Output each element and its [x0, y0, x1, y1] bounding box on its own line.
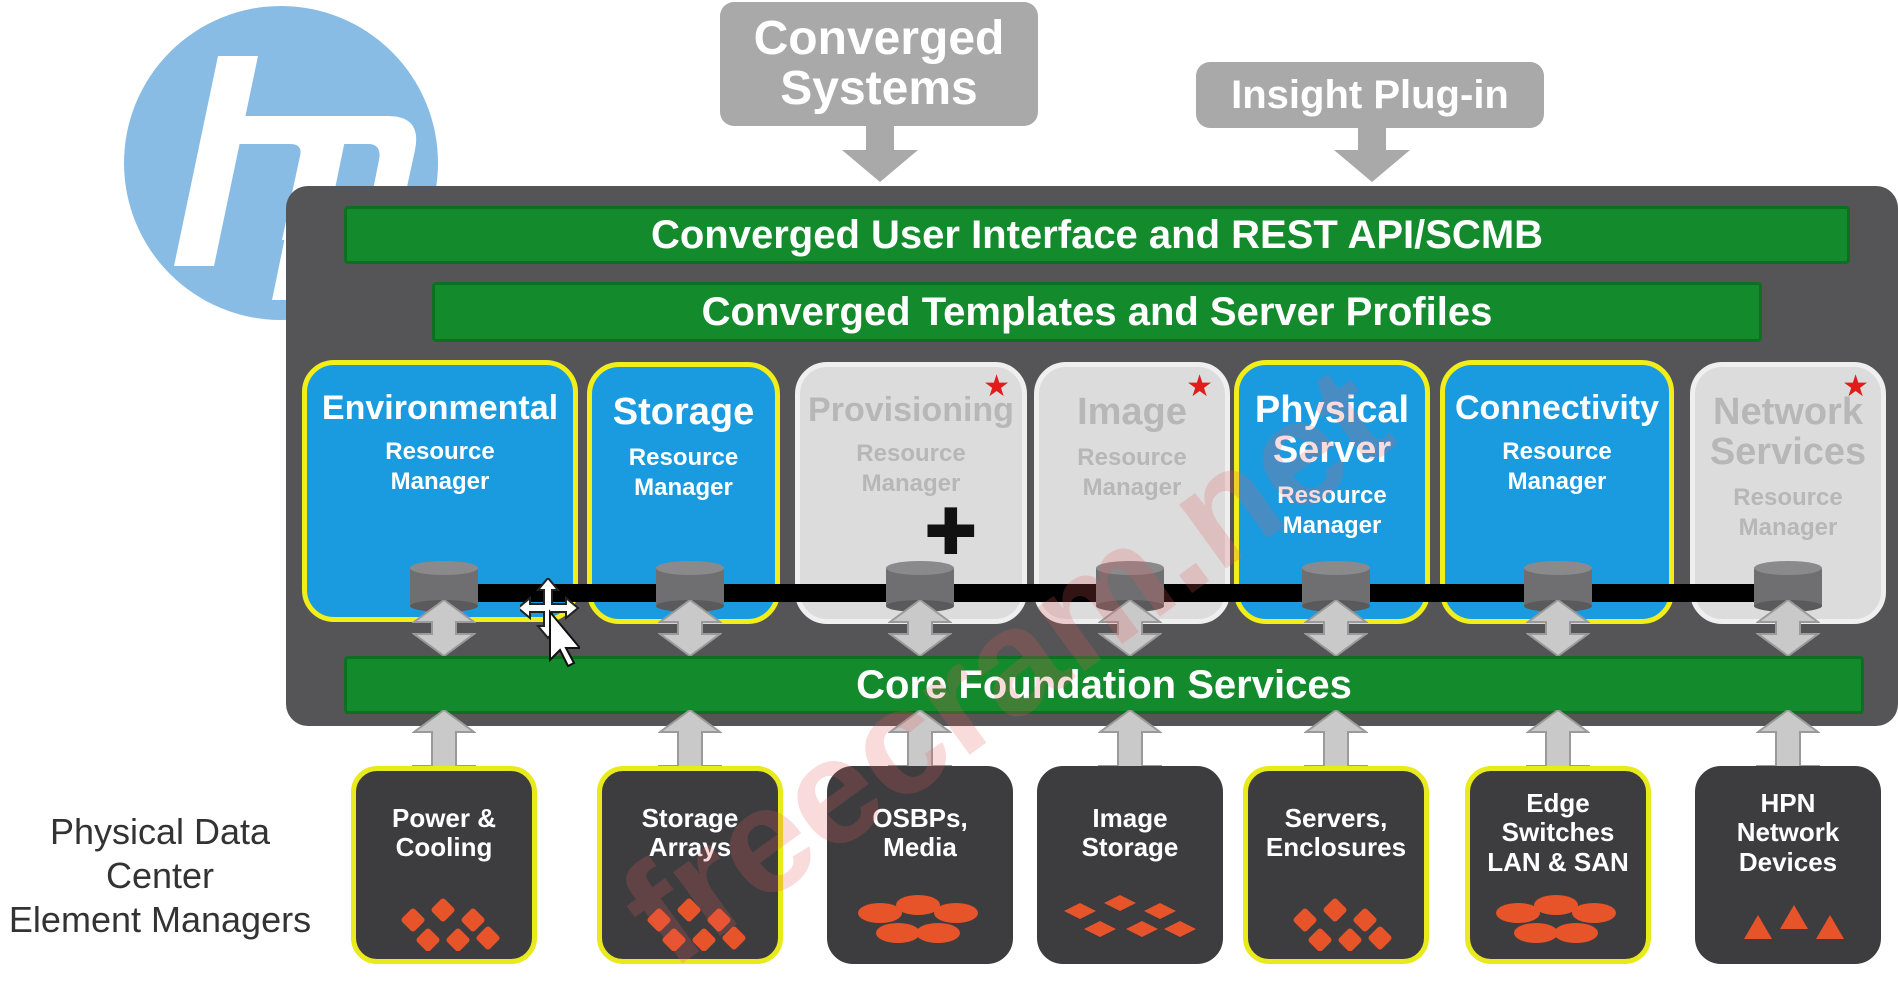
crosshair-cursor-icon: ✚: [924, 496, 978, 568]
device-cluster-icon: [1248, 891, 1424, 957]
double-arrow-icon: [1754, 598, 1822, 661]
device-cluster-icon: [602, 891, 778, 957]
converged-systems-arrow: [840, 126, 920, 189]
double-arrow-icon: [1096, 598, 1164, 661]
element-manager-box: Image Storage: [1037, 766, 1223, 964]
resource-manager-subtitle: Resource Manager: [628, 443, 739, 501]
element-manager-label: Storage Arrays: [641, 802, 739, 862]
resource-manager-title: Environmental: [321, 389, 559, 427]
device-cluster-icon: [832, 891, 1008, 957]
resource-manager-subtitle: Resource Manager: [1502, 437, 1612, 495]
double-arrow-icon: [1524, 598, 1592, 661]
resource-manager-title: Image: [1077, 391, 1187, 433]
resource-manager-title: Provisioning: [808, 391, 1014, 429]
resource-manager-title: Network Services: [1709, 391, 1867, 473]
element-manager-label: OSBPs, Media: [872, 802, 968, 862]
element-manager-box: OSBPs, Media: [827, 766, 1013, 964]
device-cluster-icon: [1470, 891, 1646, 957]
element-manager-box: Edge Switches LAN & SAN: [1465, 766, 1651, 964]
red-star-icon: ★: [1842, 370, 1869, 403]
element-manager-box: Servers, Enclosures: [1243, 766, 1429, 964]
element-manager-box: HPN Network Devices: [1695, 766, 1881, 964]
element-manager-label: Servers, Enclosures: [1265, 802, 1407, 862]
move-cursor-icon: [516, 576, 583, 673]
converged-systems-box: Converged Systems: [720, 2, 1038, 126]
resource-manager-title: Storage: [612, 391, 755, 433]
resource-manager-subtitle: Resource Manager: [1733, 483, 1843, 541]
double-arrow-icon: [886, 598, 954, 661]
element-manager-label: HPN Network Devices: [1736, 788, 1840, 877]
insight-plugin-arrow: [1332, 128, 1412, 189]
double-arrow-icon: [656, 598, 724, 661]
element-manager-box: Power & Cooling: [351, 766, 537, 964]
red-star-icon: ★: [1186, 370, 1213, 403]
element-manager-label: Power & Cooling: [391, 802, 497, 862]
resource-manager-subtitle: Resource Manager: [1077, 443, 1187, 501]
element-manager-label: Image Storage: [1081, 802, 1179, 862]
device-cluster-icon: [1042, 891, 1218, 957]
core-foundation-bar: Core Foundation Services: [344, 656, 1864, 714]
double-arrow-icon: [410, 598, 478, 661]
insight-plugin-box: Insight Plug-in: [1196, 62, 1544, 128]
device-cluster-icon: [1700, 891, 1876, 957]
ui-api-bar: Converged User Interface and REST API/SC…: [344, 206, 1850, 264]
element-manager-box: Storage Arrays: [597, 766, 783, 964]
element-managers-label: Physical Data Center Element Managers: [8, 811, 312, 940]
double-arrow-icon: [1302, 598, 1370, 661]
resource-manager-subtitle: Resource Manager: [1277, 481, 1387, 539]
resource-manager-title: Physical Server: [1254, 389, 1410, 471]
templates-bar: Converged Templates and Server Profiles: [432, 282, 1762, 342]
element-manager-label: Edge Switches LAN & SAN: [1487, 788, 1629, 877]
red-star-icon: ★: [983, 370, 1010, 403]
resource-manager-title: Connectivity: [1454, 389, 1660, 427]
resource-manager-subtitle: Resource Manager: [385, 437, 495, 495]
device-cluster-icon: [356, 891, 532, 957]
resource-manager-subtitle: Resource Manager: [856, 439, 966, 497]
